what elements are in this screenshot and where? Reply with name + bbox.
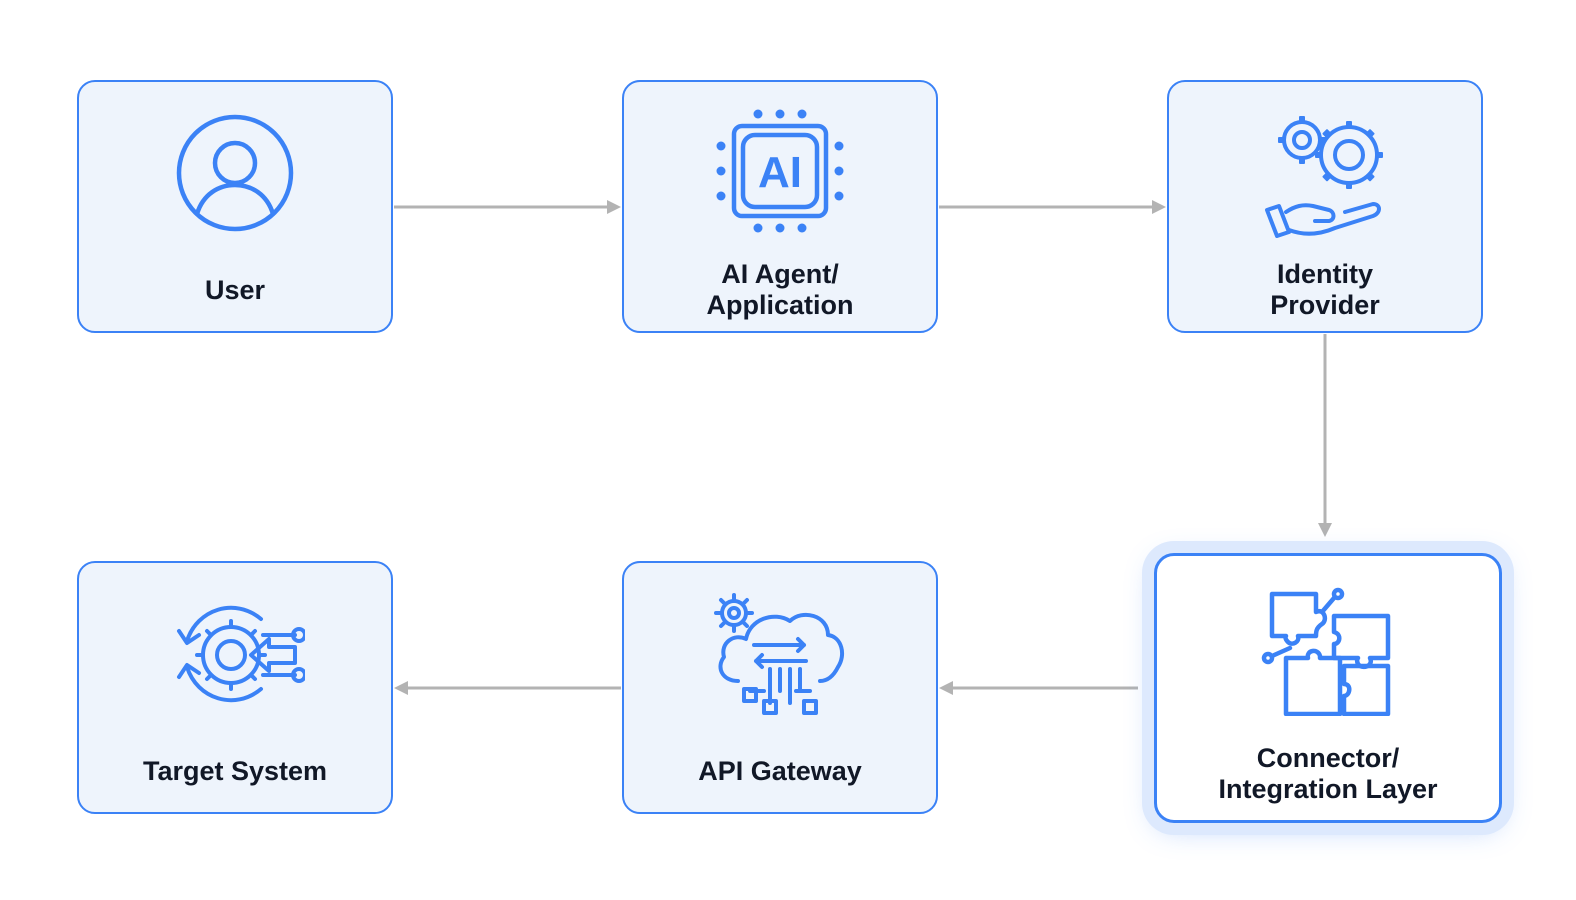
user-icon	[176, 114, 294, 232]
node-connector[interactable]: Connector/ Integration Layer	[1154, 553, 1502, 823]
arrowhead	[394, 681, 408, 695]
node-api-gateway[interactable]: API Gateway	[622, 561, 938, 814]
gear-cycle-icon	[177, 605, 305, 703]
arrowhead	[1152, 200, 1166, 214]
gears-hand-icon	[1265, 116, 1383, 238]
node-user[interactable]: User	[77, 80, 393, 333]
node-target-system-label: Target System	[142, 755, 328, 786]
node-identity-provider[interactable]: Identity Provider	[1167, 80, 1483, 333]
arrowhead	[1318, 523, 1332, 537]
svg-text:AI: AI	[758, 148, 802, 197]
puzzle-icon	[1261, 587, 1391, 716]
node-api-gateway-label: API Gateway	[698, 755, 862, 786]
node-ai-agent-label: AI Agent/ Application	[706, 259, 854, 320]
node-connector-label: Connector/ Integration Layer	[1218, 743, 1438, 804]
node-user-label: User	[204, 274, 266, 305]
node-ai-agent[interactable]: AI AI Agent/ Application	[622, 80, 938, 333]
arrowhead	[939, 681, 953, 695]
cloud-gateway-icon	[714, 593, 845, 715]
node-target-system[interactable]: Target System	[77, 561, 393, 814]
ai-chip-icon: AI	[716, 109, 844, 233]
arrowhead	[607, 200, 621, 214]
node-identity-provider-label: Identity Provider	[1270, 259, 1380, 320]
